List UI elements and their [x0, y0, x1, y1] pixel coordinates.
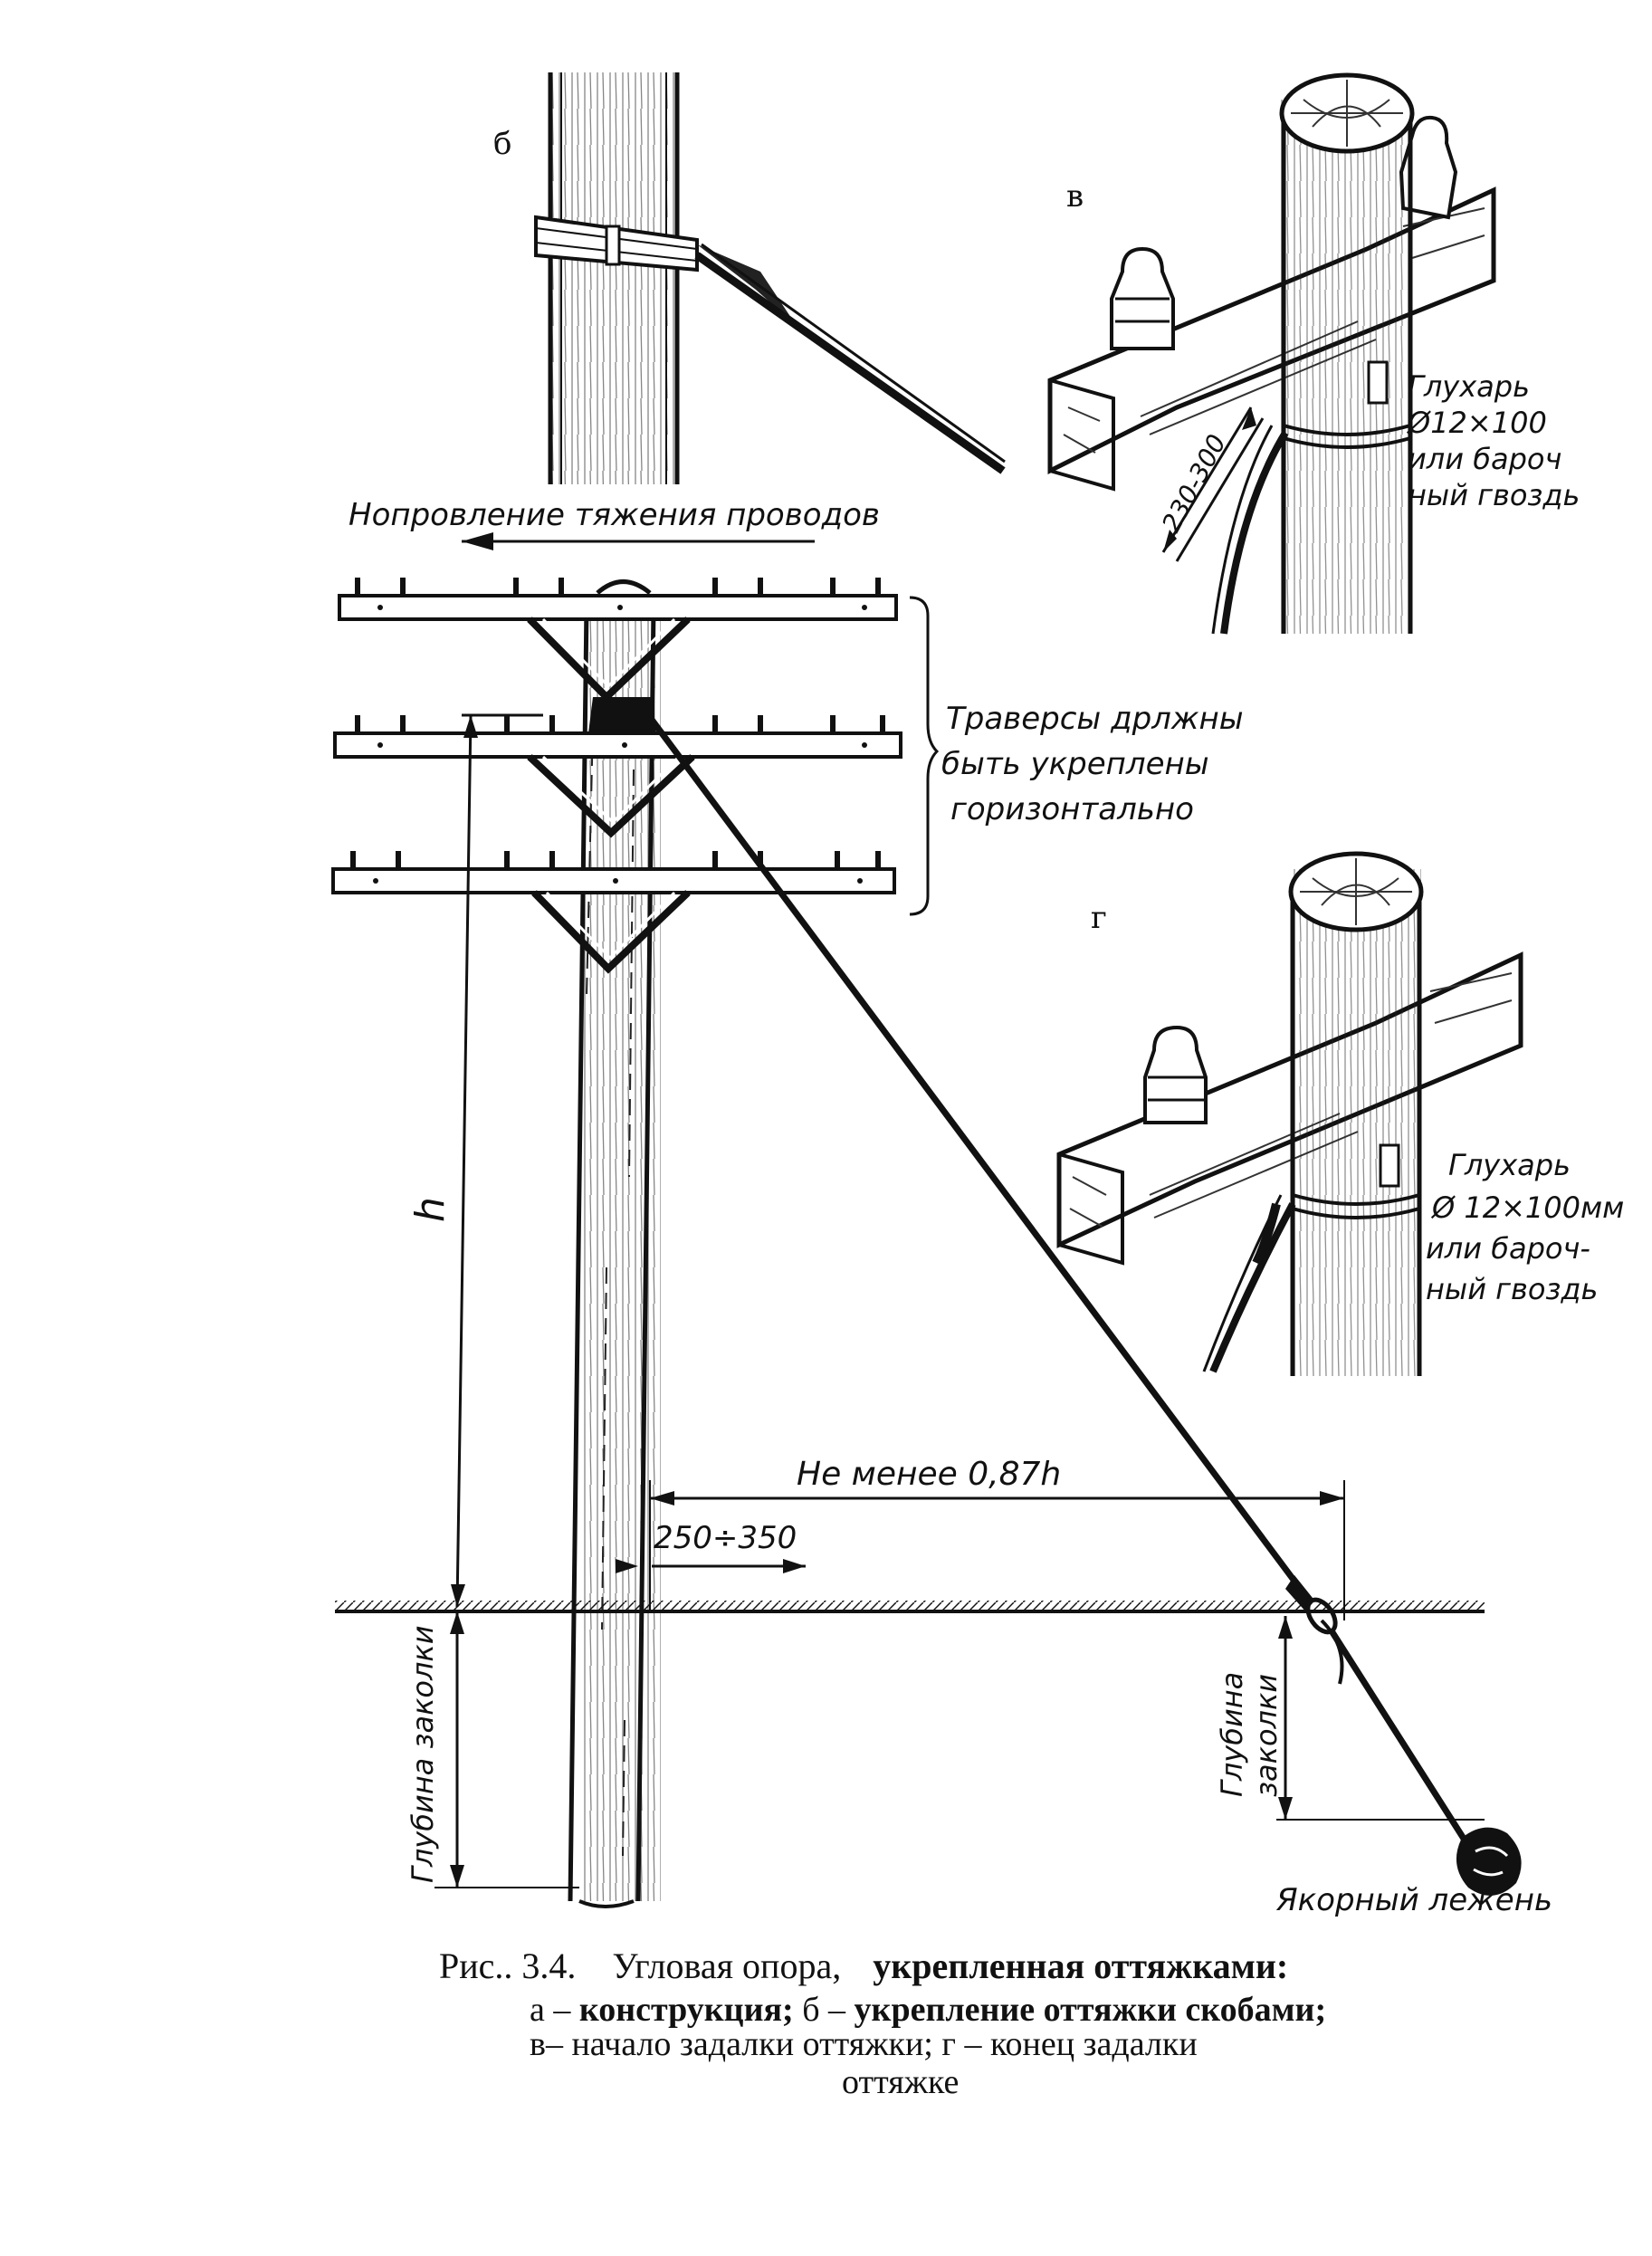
- dim-250-label: 250÷350: [654, 1520, 797, 1556]
- direction-arrow: [462, 532, 815, 550]
- anchor-label: Якорный лежень: [1275, 1882, 1552, 1918]
- dim-top-label: 230-300: [1156, 429, 1232, 537]
- gluhar-top-line-2: Ø12×100: [1406, 406, 1547, 440]
- caption-title-normal: Угловая опора,: [612, 1945, 841, 1986]
- caption-line-1-d: укрепление оттяжки скобами;: [855, 1991, 1327, 2029]
- crossarm-2: [333, 715, 902, 838]
- figure-caption: Рис.. 3.4. Угловая опора, укрепленная от…: [439, 1945, 1326, 2101]
- gluhar-top-line-1: Глухарь: [1408, 369, 1530, 404]
- h-label: h: [407, 1197, 454, 1222]
- panel-b-drawing: [534, 72, 1006, 484]
- gluhar-top-line-3: или бароч: [1408, 442, 1561, 476]
- panel-b-label: б: [493, 126, 511, 162]
- caption-line-1-a: а –: [530, 1991, 579, 2029]
- panel-g-drawing: [1056, 851, 1523, 1376]
- panel-v-drawing: [1047, 72, 1496, 635]
- caption-line-1: а – конструкция; б – укрепление оттяжки …: [530, 1991, 1326, 2029]
- caption-line-1-c: б –: [802, 1991, 854, 2029]
- ground-line: [335, 1601, 1485, 1613]
- caption-prefix: Рис.. 3.4.: [439, 1945, 576, 1986]
- h-dimension: [451, 713, 543, 1608]
- crossarm-1: [338, 578, 898, 703]
- panel-v-label: в: [1066, 178, 1084, 215]
- gluhar-bottom-line-4: ный гвоздь: [1426, 1272, 1598, 1306]
- gluhar-top-note: Глухарь Ø12×100 или бароч ный гвоздь: [1406, 369, 1580, 512]
- crossarm-3: [331, 851, 896, 974]
- gluhar-bottom-note: Глухарь Ø 12×100мм или бароч- ный гвоздь: [1426, 1148, 1624, 1306]
- depth-left-label: Глубина заколки: [406, 1625, 440, 1883]
- panel-g-label: г: [1091, 900, 1107, 936]
- traverse-note: Траверсы дрлжны быть укреплены горизонта…: [941, 701, 1244, 827]
- caption-line-1-b: конструкция;: [579, 1991, 794, 2029]
- traverse-line-1: Траверсы дрлжны: [946, 701, 1244, 737]
- gluhar-bottom-line-1: Глухарь: [1448, 1148, 1571, 1182]
- traverse-line-3: горизонтально: [950, 791, 1194, 827]
- anchor-log: [1456, 1827, 1522, 1896]
- caption-title: Рис.. 3.4. Угловая опора, укрепленная от…: [439, 1945, 1288, 1986]
- caption-line-3: оттяжке: [842, 2063, 959, 2101]
- ne-menee-dimension: [649, 1480, 1345, 1620]
- gluhar-bottom-line-3: или бароч-: [1426, 1231, 1590, 1266]
- caption-title-bold: укрепленная оттяжками:: [873, 1945, 1288, 1986]
- caption-line-2: в– начало задалки оттяжки; г – конец зад…: [530, 2025, 1198, 2063]
- crossarm-brace: [909, 596, 940, 916]
- depth-right-dimension: [1276, 1616, 1485, 1821]
- guy-clamp: [588, 697, 656, 733]
- gluhar-bottom-line-2: Ø 12×100мм: [1430, 1190, 1624, 1225]
- depth-right-line-2: заколки: [1249, 1674, 1284, 1797]
- main-pole: [568, 579, 661, 1908]
- depth-right-line-1: Глубина: [1215, 1672, 1249, 1797]
- traverse-line-2: быть укреплены: [941, 746, 1209, 782]
- direction-label: Нопровление тяжения проводов: [349, 497, 880, 533]
- dim-250-dimension: [616, 1559, 806, 1573]
- gluhar-top-line-4: ный гвоздь: [1408, 478, 1580, 512]
- ne-menee-label: Не менее 0,87h: [797, 1456, 1061, 1493]
- depth-left-dimension: [434, 1611, 579, 1888]
